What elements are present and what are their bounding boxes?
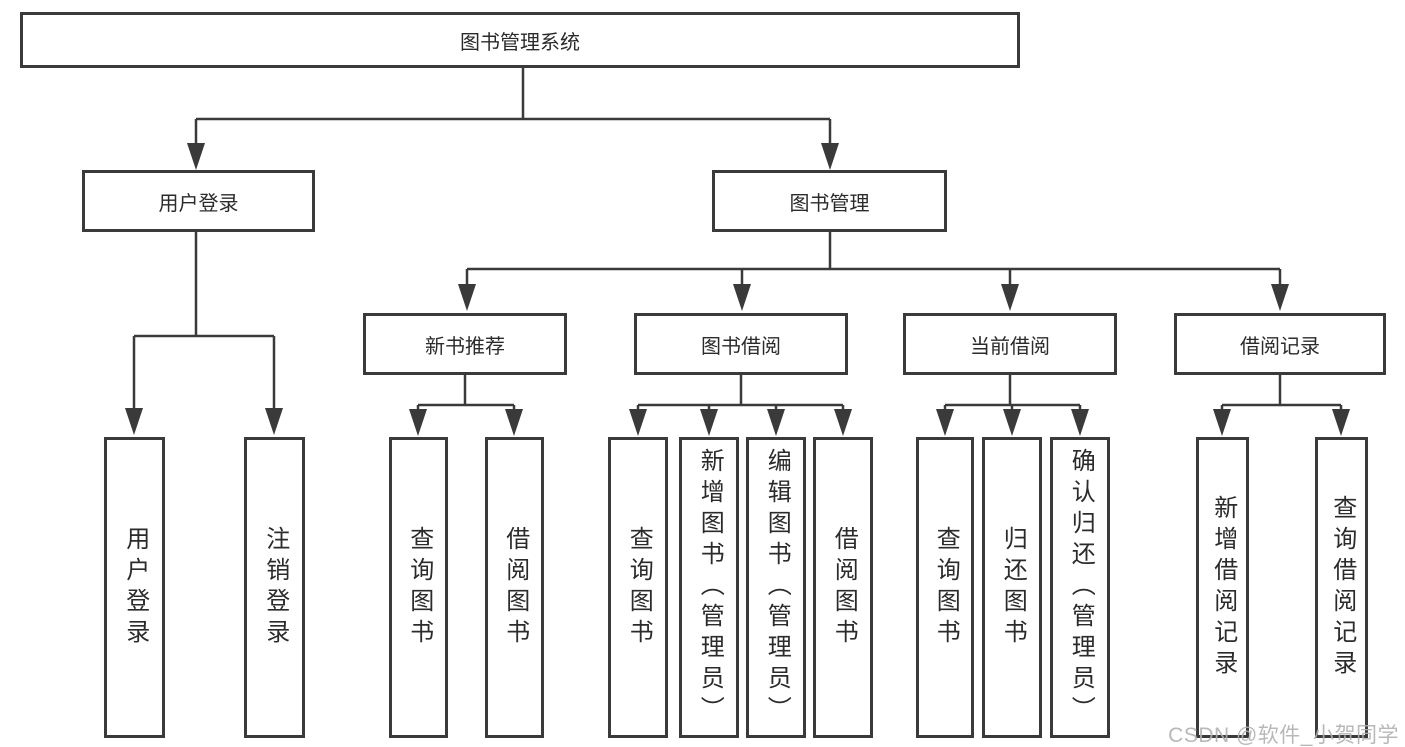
node-library-system: 图书管理系统 — [20, 12, 1020, 68]
node-label: 图书管理 — [789, 192, 870, 215]
node-label: 查询图书 — [625, 525, 653, 650]
leaf-query-borrow-record: 查询借阅记录 — [1315, 437, 1368, 738]
leaf-borrow-books-recommend: 借阅图书 — [485, 437, 544, 738]
node-label: 确认归还（管理员） — [1067, 448, 1095, 727]
node-label: 查询图书 — [405, 525, 433, 650]
leaf-add-book-admin: 新增图书（管理员） — [679, 437, 739, 738]
node-label: 新书推荐 — [425, 335, 505, 358]
node-label: 查询图书 — [932, 525, 960, 650]
leaf-return-books: 归还图书 — [982, 437, 1042, 738]
leaf-add-borrow-record: 新增借阅记录 — [1196, 437, 1249, 738]
node-user-login: 用户登录 — [82, 170, 315, 232]
node-label: 查询借阅记录 — [1328, 494, 1356, 681]
node-label: 注销登录 — [261, 525, 289, 650]
node-label: 图书借阅 — [701, 335, 781, 358]
leaf-borrow-books: 借阅图书 — [813, 437, 873, 738]
node-label: 新增图书（管理员） — [696, 448, 724, 727]
node-current-borrow: 当前借阅 — [903, 313, 1117, 375]
node-book-management: 图书管理 — [712, 170, 947, 232]
leaf-query-books-recommend: 查询图书 — [389, 437, 448, 738]
arrowhead-icons — [125, 143, 1350, 436]
leaf-query-books-borrow: 查询图书 — [608, 437, 668, 738]
leaf-confirm-return-admin: 确认归还（管理员） — [1050, 437, 1110, 738]
leaf-logout: 注销登录 — [244, 437, 305, 738]
leaf-query-books-current: 查询图书 — [916, 437, 974, 738]
node-borrow-records: 借阅记录 — [1174, 313, 1386, 375]
node-label: 用户登录 — [158, 192, 239, 215]
node-label: 借阅图书 — [501, 525, 529, 650]
node-label: 当前借阅 — [970, 335, 1050, 358]
node-label: 归还图书 — [999, 525, 1027, 650]
watermark: CSDN @软件_小贺同学 — [1168, 724, 1399, 747]
leaf-edit-book-admin: 编辑图书（管理员） — [746, 437, 806, 738]
node-label: 编辑图书（管理员） — [763, 448, 791, 727]
node-label: 借阅图书 — [830, 525, 858, 650]
node-label: 借阅记录 — [1240, 335, 1320, 358]
node-new-book-recommend: 新书推荐 — [363, 313, 567, 375]
node-label: 图书管理系统 — [460, 31, 580, 54]
node-label: 新增借阅记录 — [1209, 494, 1237, 681]
node-book-borrow: 图书借阅 — [634, 313, 848, 375]
leaf-user-login: 用户登录 — [104, 437, 165, 738]
node-label: 用户登录 — [121, 525, 149, 650]
